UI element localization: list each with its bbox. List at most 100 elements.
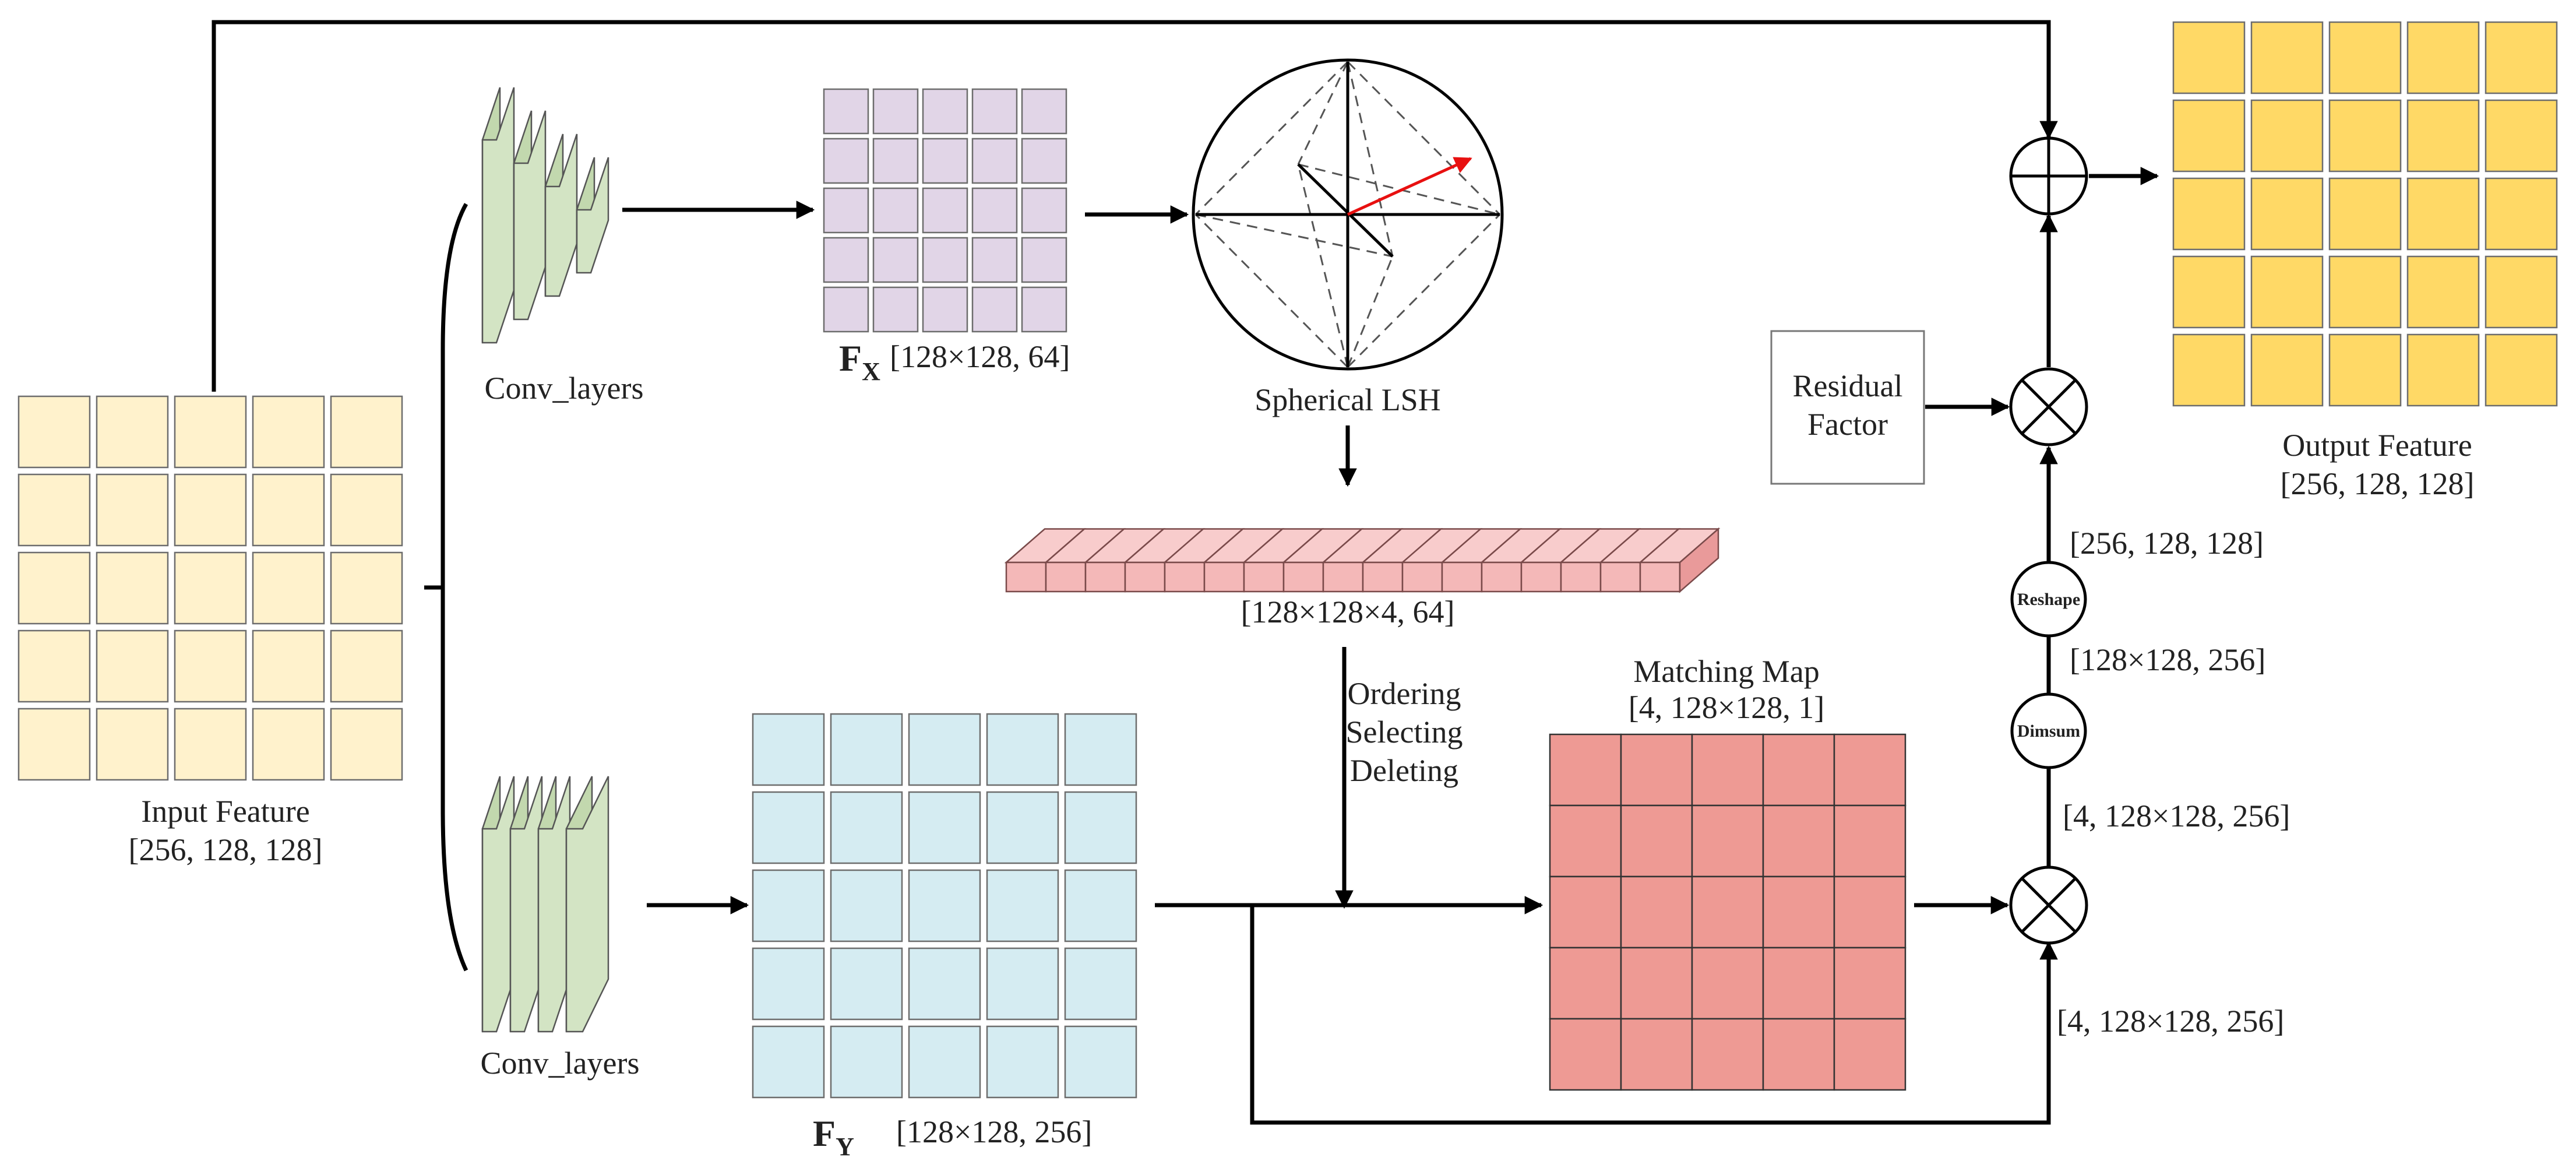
- output-cell: [2328, 177, 2402, 251]
- input-cell: [330, 708, 403, 781]
- fx-shape-label: [128×128, 64]: [890, 339, 1070, 374]
- conv-layers-top-stack: [481, 87, 609, 344]
- hash-bar: [1045, 561, 1087, 593]
- fy-cell: [752, 791, 825, 864]
- fx-cell: [971, 88, 1018, 135]
- fy-cell: [830, 1025, 903, 1099]
- input-feature-shape: [256, 128, 128]: [129, 832, 323, 867]
- matching-cell: [1762, 947, 1835, 1020]
- fx-cell: [971, 138, 1018, 184]
- output-cell: [2250, 255, 2324, 329]
- fy-cell: [1064, 869, 1137, 942]
- fx-cell: [971, 187, 1018, 234]
- matching-cell: [1833, 733, 1907, 807]
- fx-cell: [922, 88, 968, 135]
- fy-shape-label: [128×128, 256]: [896, 1114, 1092, 1149]
- fy-cell: [986, 869, 1059, 942]
- connections: [212, 20, 2159, 1125]
- output-cell: [2406, 99, 2480, 173]
- fy-cell: [830, 947, 903, 1021]
- fy-cell: [830, 869, 903, 942]
- shape-after-multiply-label: [4, 128×128, 256]: [2063, 798, 2290, 833]
- hash-bar: [1599, 561, 1641, 593]
- matching-cell: [1691, 733, 1764, 807]
- output-cell: [2250, 99, 2324, 173]
- fx-cell: [872, 187, 919, 234]
- circle-times-icon: [2009, 367, 2088, 446]
- output-cell: [2250, 177, 2324, 251]
- fx-cell: [1021, 88, 1067, 135]
- matching-cell: [1549, 875, 1622, 949]
- fy-feature-grid: [752, 713, 1137, 1099]
- output-cell: [2250, 333, 2324, 407]
- hash-bar: [1282, 561, 1324, 593]
- output-cell: [2172, 21, 2246, 94]
- fy-cell: [1064, 713, 1137, 786]
- fx-cell: [1021, 138, 1067, 184]
- conv-layers-bottom-stack: [481, 776, 609, 1033]
- fy-cell: [908, 1025, 981, 1099]
- hash-shape-label: [128×128×4, 64]: [1241, 594, 1455, 629]
- matching-cell: [1691, 1018, 1764, 1091]
- output-feature-label: Output Feature: [2282, 428, 2472, 463]
- output-cell: [2406, 21, 2480, 94]
- conv-layer: [565, 776, 609, 1033]
- fy-cell: [830, 713, 903, 786]
- fx-symbol: FX: [839, 337, 880, 386]
- fx-cell: [823, 187, 869, 234]
- output-cell: [2485, 177, 2558, 251]
- matching-cell: [1691, 875, 1764, 949]
- fx-cell: [823, 138, 869, 184]
- output-cell: [2485, 255, 2558, 329]
- hash-bar: [1243, 561, 1285, 593]
- input-feature-label: Input Feature: [141, 794, 309, 829]
- hash-bar: [1322, 561, 1364, 593]
- output-feature-shape: [256, 128, 128]: [2281, 466, 2475, 501]
- hash-bar: [1124, 561, 1166, 593]
- matching-cell: [1833, 947, 1907, 1020]
- fx-feature-grid: [823, 88, 1067, 333]
- sphere-projection-icon: [1192, 58, 1504, 371]
- input-cell: [252, 473, 325, 547]
- fy-cell: [908, 791, 981, 864]
- hash-bar: [1401, 561, 1443, 593]
- hash-bar: [1520, 561, 1562, 593]
- output-cell: [2485, 333, 2558, 407]
- fx-cell: [971, 286, 1018, 333]
- input-cell: [96, 473, 169, 547]
- input-cell: [330, 551, 403, 625]
- fx-cell: [1021, 187, 1067, 234]
- fx-cell: [823, 286, 869, 333]
- input-cell: [252, 395, 325, 469]
- fx-cell: [1021, 286, 1067, 333]
- circle-plus-icon: [2009, 136, 2088, 216]
- output-cell: [2328, 99, 2402, 173]
- input-cell: [96, 708, 169, 781]
- input-cell: [330, 395, 403, 469]
- input-cell: [330, 473, 403, 547]
- input-cell: [252, 551, 325, 625]
- matching-cell: [1833, 875, 1907, 949]
- fy-cell: [752, 1025, 825, 1099]
- fy-cell: [752, 869, 825, 942]
- shape-bypass-label: [4, 128×128, 256]: [2057, 1004, 2284, 1039]
- fx-cell: [872, 286, 919, 333]
- hash-bar: [1164, 561, 1206, 593]
- output-cell: [2485, 21, 2558, 94]
- dimsum-node: Dimsum: [2010, 692, 2087, 769]
- fy-cell: [752, 713, 825, 786]
- spherical-lsh-label: Spherical LSH: [1254, 382, 1440, 417]
- fy-cell: [830, 791, 903, 864]
- output-cell: [2328, 255, 2402, 329]
- hash-bar-end: [1679, 527, 1719, 593]
- hash-bar: [1203, 561, 1245, 593]
- shape-after-reshape-label: [256, 128, 128]: [2070, 526, 2264, 561]
- matching-cell: [1762, 733, 1835, 807]
- input-cell: [252, 629, 325, 703]
- op-deleting-label: Deleting: [1350, 753, 1458, 788]
- matching-cell: [1620, 947, 1693, 1020]
- fy-cell: [986, 947, 1059, 1021]
- matching-cell: [1762, 804, 1835, 878]
- fx-cell: [872, 138, 919, 184]
